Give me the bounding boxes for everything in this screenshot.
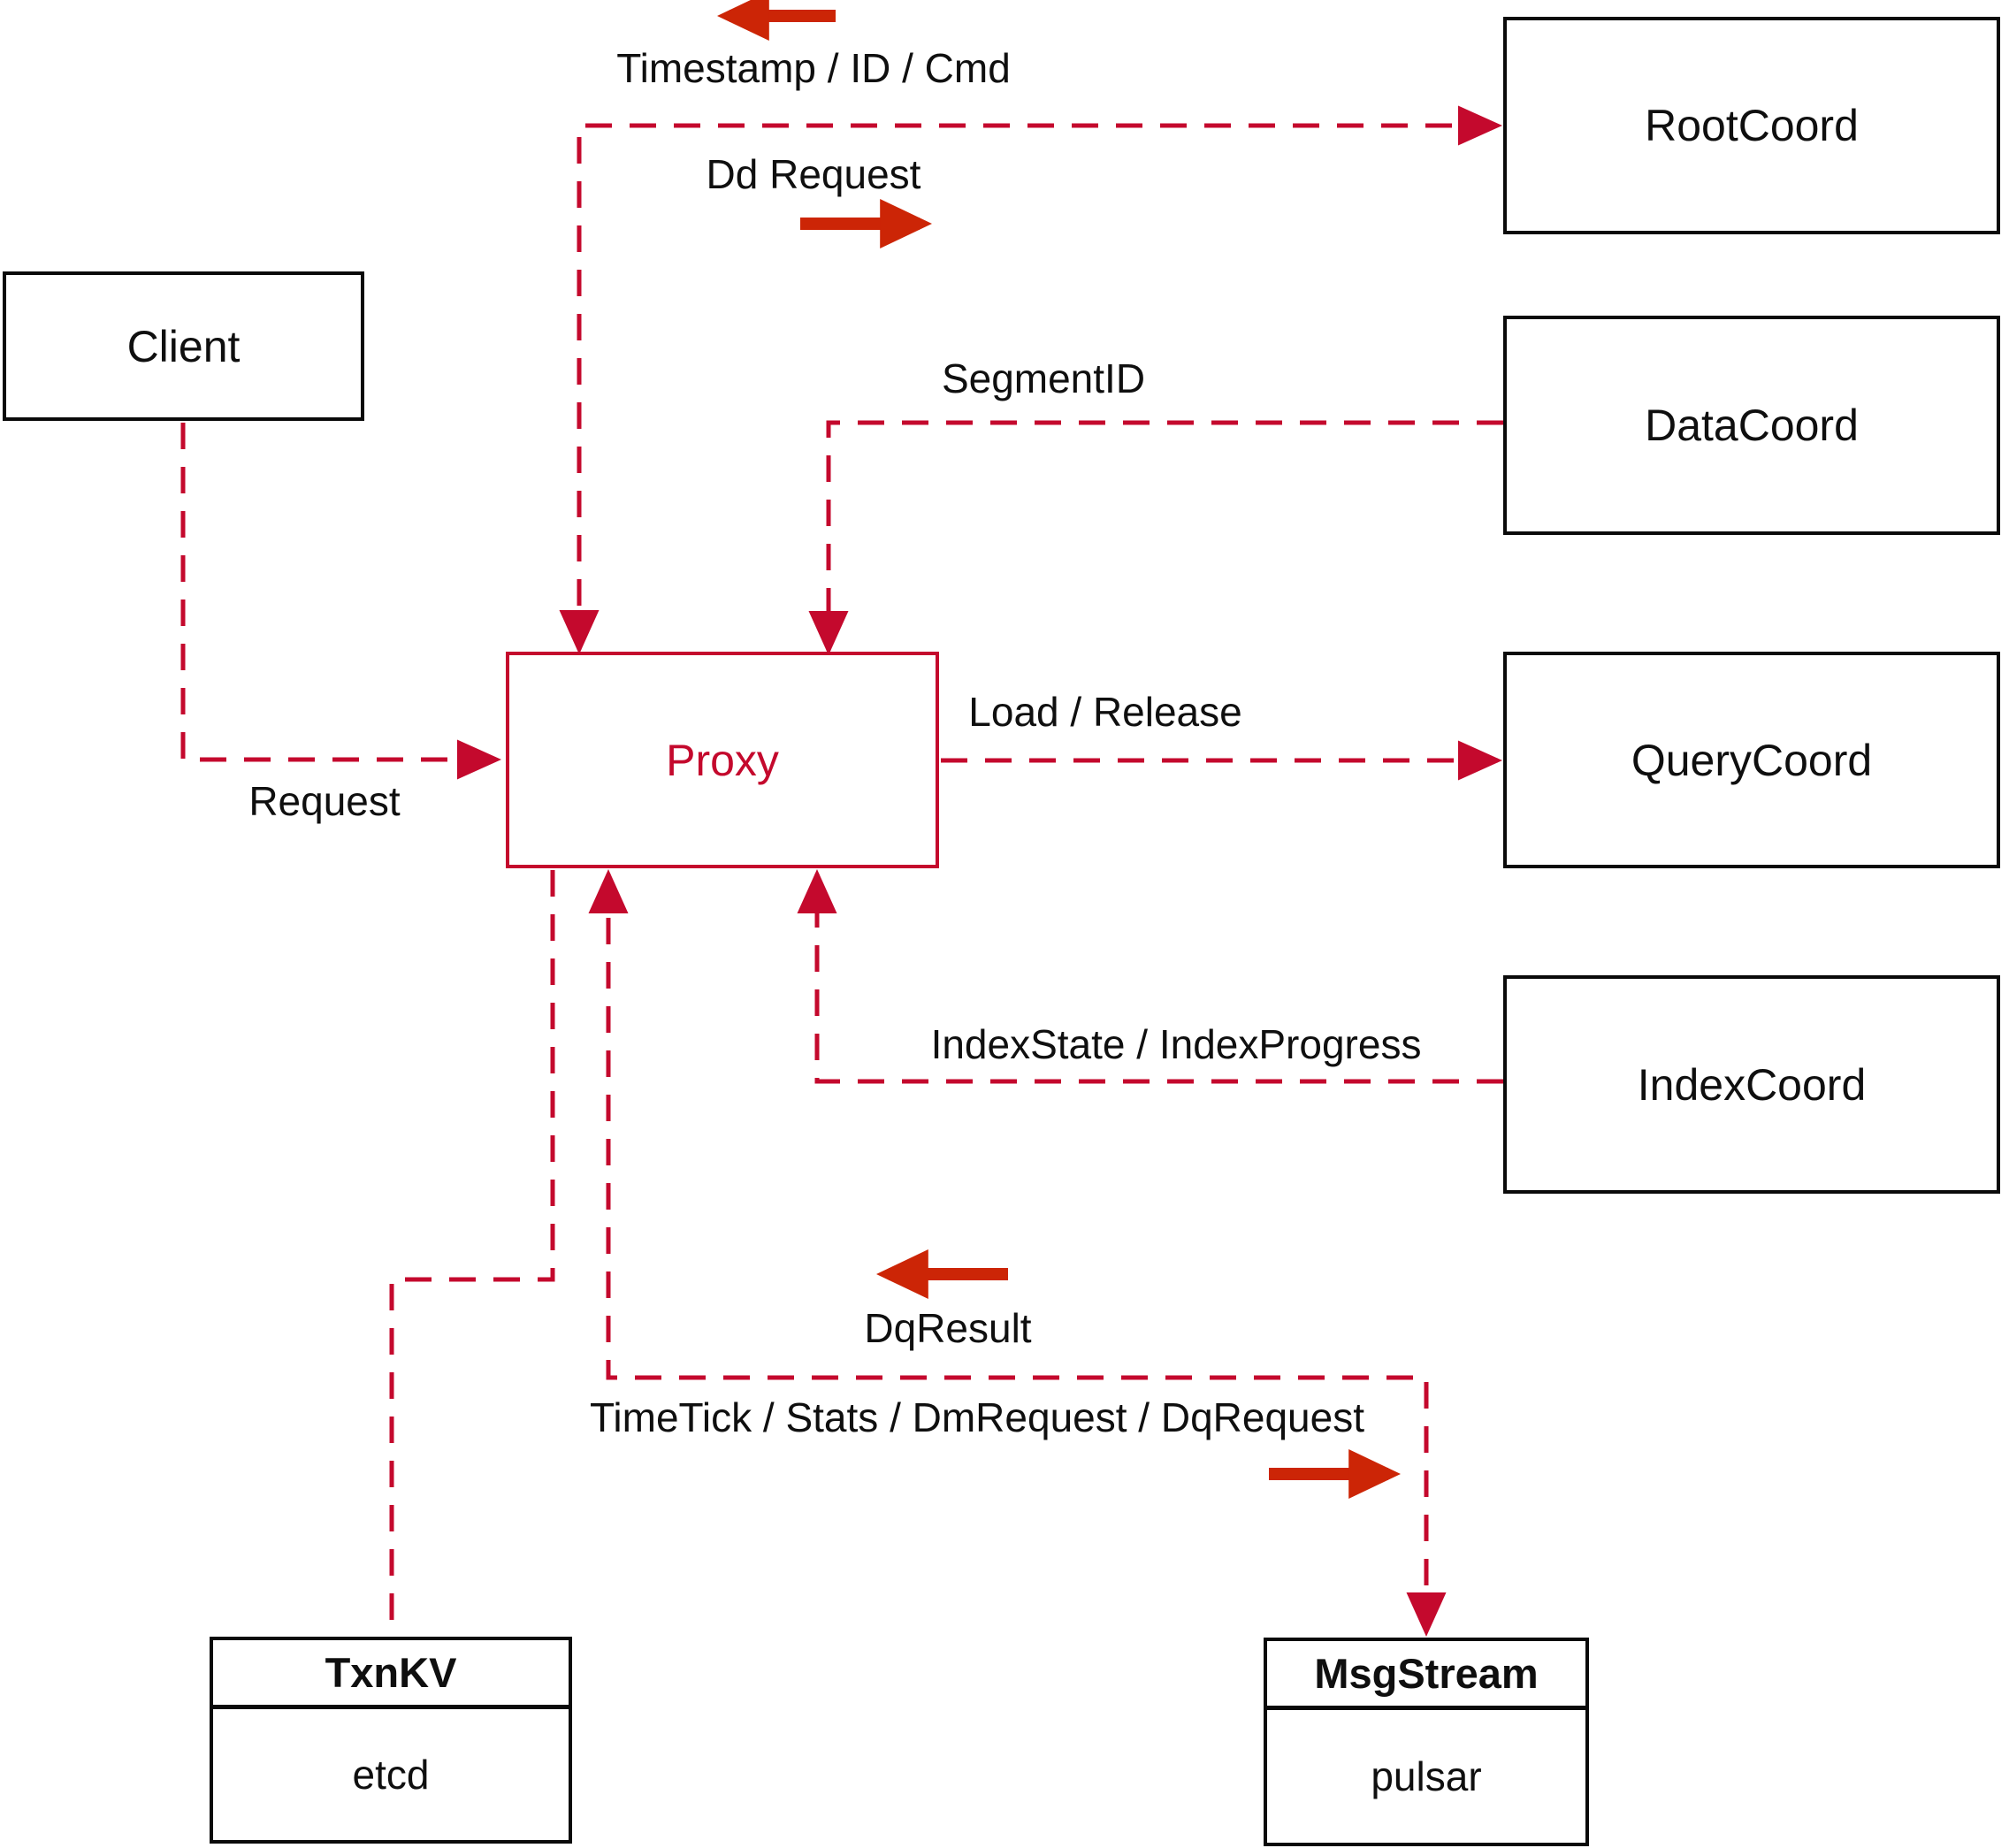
edge-label-dd-request: Dd Request [706, 151, 921, 197]
proxy-node-label: Proxy [666, 735, 779, 785]
edge-label-request: Request [248, 778, 401, 824]
proxy-to-msgstream-connector [588, 869, 1447, 1637]
indexcoord-node-label: IndexCoord [1637, 1059, 1867, 1110]
txnkv-node-subtitle: etcd [352, 1752, 430, 1798]
msgstream-node: MsgStream pulsar [1264, 1638, 1589, 1846]
msgstream-node-title: MsgStream [1267, 1641, 1585, 1710]
datacoord-to-proxy-connector [808, 420, 1503, 655]
rootcoord-node-label: RootCoord [1645, 101, 1859, 150]
txnkv-node: TxnKV etcd [210, 1637, 572, 1844]
msgstream-node-subtitle: pulsar [1371, 1753, 1482, 1799]
querycoord-node-label: QueryCoord [1631, 735, 1873, 785]
client-node: Client [3, 271, 364, 421]
edge-label-segmentid: SegmentID [941, 355, 1146, 401]
edge-label-timestamp-id-cmd: Timestamp / ID / Cmd [616, 45, 1011, 91]
querycoord-node: QueryCoord [1503, 652, 2000, 868]
edge-label-indexstate-indexprogress: IndexState / IndexProgress [930, 1021, 1422, 1067]
edge-label-load-release: Load / Release [968, 689, 1242, 735]
indexcoord-node: IndexCoord [1503, 975, 2000, 1194]
proxy-to-txnkv-connector [389, 870, 555, 1635]
edge-label-timetick-stats-dmrequest-dqrequest: TimeTick / Stats / DmRequest / DqRequest [590, 1394, 1364, 1440]
client-to-proxy-connector [180, 423, 501, 780]
txnkv-node-title: TxnKV [213, 1640, 569, 1709]
datacoord-node: DataCoord [1503, 316, 2000, 535]
client-node-label: Client [126, 321, 241, 371]
edge-label-dqresult: DqResult [864, 1305, 1032, 1351]
datacoord-node-label: DataCoord [1645, 401, 1859, 450]
rootcoord-node: RootCoord [1503, 17, 2000, 234]
proxy-node: Proxy [506, 652, 939, 868]
